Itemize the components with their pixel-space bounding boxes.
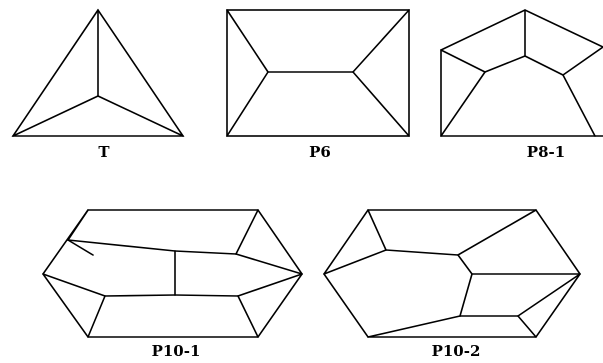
graph-p10-2-edge-1 xyxy=(367,209,387,251)
graph-p10-1-edge-6 xyxy=(235,253,303,275)
graph-p6-edge-tl xyxy=(226,9,269,73)
graph-p10-1-edge-3 xyxy=(67,239,94,256)
graph-p8-1-edge-6 xyxy=(562,46,603,76)
graph-p6-edge-tr xyxy=(352,9,410,73)
graph-p8-1-edge-1 xyxy=(440,49,486,73)
graph-p10-1-label: P10-1 xyxy=(152,342,201,360)
graph-p6-edge-bl xyxy=(226,71,269,137)
graph-p10-1-edge-8 xyxy=(174,294,239,297)
graph-p6-outer-rectangle xyxy=(226,9,410,137)
graph-p10-2-edge-7 xyxy=(459,273,473,317)
graph-t-label: T xyxy=(98,143,110,161)
graph-p10-2-edge-10 xyxy=(517,273,581,317)
graph-p10-2: P10-2 xyxy=(323,209,581,360)
graph-p10-2-edge-3 xyxy=(385,249,459,256)
graph-p8-1-edge-5 xyxy=(524,55,564,76)
graph-p10-2-edge-2 xyxy=(323,249,387,275)
graph-p10-1-edge-1 xyxy=(67,209,89,241)
graph-t-spoke-right xyxy=(97,95,184,137)
graph-p6-label: P6 xyxy=(309,143,331,161)
graph-p10-1-edge-9 xyxy=(237,273,303,297)
graph-t-spoke-left xyxy=(12,95,99,137)
graph-p10-1-edge-10 xyxy=(237,295,259,338)
graph-p10-2-edge-5 xyxy=(457,254,473,275)
graph-p6-edge-br xyxy=(352,71,410,137)
graph-p8-1: P8-1 xyxy=(440,9,603,161)
graph-p10-1-edge-11 xyxy=(104,294,176,297)
graph-p8-1-edge-7 xyxy=(562,74,596,137)
graph-p10-2-edge-9 xyxy=(517,315,537,338)
graph-p10-1-outer-hexagon xyxy=(42,209,303,338)
graph-t-outer-triangle xyxy=(11,8,185,137)
graph-p8-1-outer-path xyxy=(440,9,603,137)
graph-p8-1-label: P8-1 xyxy=(527,143,565,161)
graph-p10-2-label: P10-2 xyxy=(432,342,481,360)
graph-p10-1-edge-4 xyxy=(174,250,237,255)
graph-p10-2-edge-4 xyxy=(457,209,537,256)
graph-p10-1-edge-2 xyxy=(67,239,176,252)
graph-p6: P6 xyxy=(226,9,410,161)
graph-t: T xyxy=(11,8,185,161)
graph-p10-1-edge-5 xyxy=(235,209,259,255)
graph-p10-2-edge-11 xyxy=(367,315,461,338)
graph-p8-1-edge-3 xyxy=(484,55,526,73)
graph-p10-1-edge-13 xyxy=(87,295,106,338)
graph-p10-1-edge-12 xyxy=(42,273,106,297)
graph-p8-1-edge-2 xyxy=(440,71,486,137)
graph-p10-1: P10-1 xyxy=(42,209,303,360)
